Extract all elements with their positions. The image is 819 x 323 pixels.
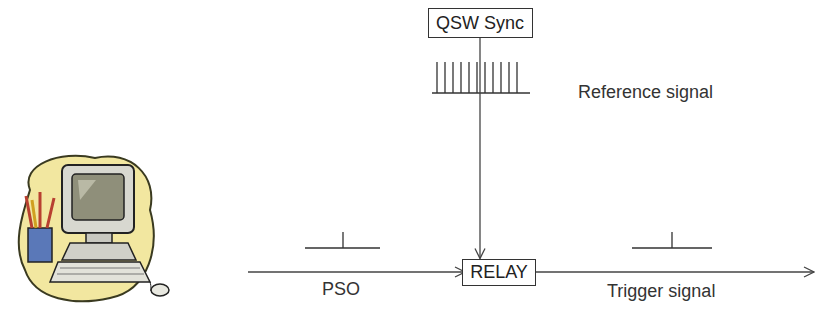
monitor-screen (72, 174, 124, 220)
mouse (151, 284, 169, 296)
computer-icon (19, 156, 169, 301)
monitor-body (62, 165, 134, 233)
icon-backdrop (19, 156, 154, 301)
computer-base (62, 243, 136, 260)
screen-glare (78, 180, 96, 200)
node-text: RELAY (470, 262, 528, 283)
monitor-neck (86, 233, 112, 243)
pso-pulse-symbol (305, 232, 380, 248)
pencil (32, 200, 36, 228)
signal-label: Trigger signal (607, 281, 715, 302)
pencils (26, 192, 54, 228)
trigger-pulse-symbol (632, 232, 712, 248)
mouse-cable (150, 282, 151, 291)
keyboard-keys (57, 268, 144, 274)
pso-arrow (248, 271, 465, 272)
sync-box: QSW Sync (428, 8, 533, 38)
keyboard (50, 262, 150, 282)
trigger-arrow (531, 271, 814, 272)
signal-label: PSO (322, 279, 360, 300)
relay-box: RELAY (462, 259, 536, 286)
signal-connector (479, 38, 480, 259)
pencil-cup (28, 228, 52, 262)
reference-pulse-train (432, 62, 530, 93)
signal-label: Reference signal (578, 82, 713, 103)
node-text: QSW Sync (436, 13, 524, 34)
